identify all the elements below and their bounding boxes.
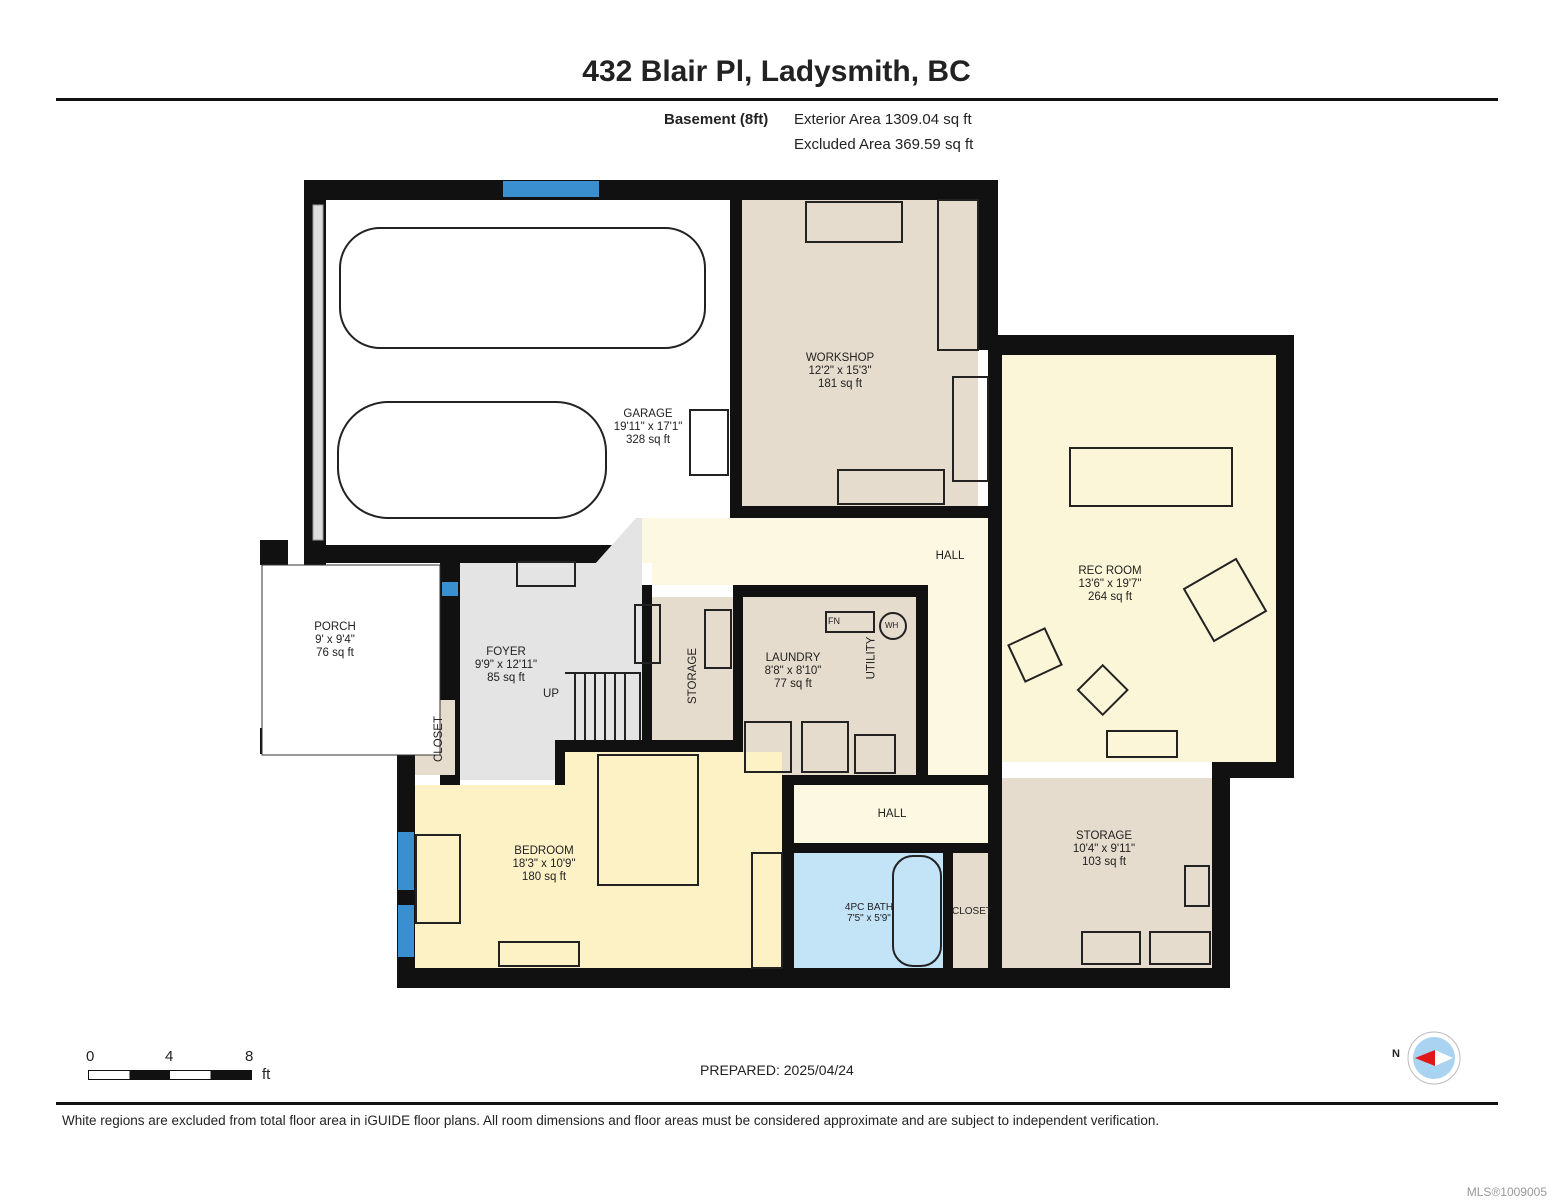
closet-right-label: CLOSET [951,906,993,917]
window [398,905,414,957]
lower-hall-label: HALL [877,808,907,820]
porch-floor [261,564,441,756]
window [398,832,414,890]
lower-hall-floor [794,785,988,843]
furniture [337,199,1268,969]
page-title: 432 Blair Pl, Ladysmith, BC [582,55,971,88]
car-icon [337,401,607,519]
garage-floor [326,200,730,545]
storage-floor [1002,778,1212,968]
furnace-label: FN [828,616,840,626]
window [442,582,458,596]
hall-floor [636,518,988,775]
floor-name: Basement (8ft) [664,111,769,128]
storage-small-label: STORAGE [687,647,700,705]
scale-unit: ft [262,1066,271,1083]
truck-icon [339,227,706,349]
mls-number: MLS®1009005 [1466,1185,1547,1199]
laundry-floor [743,597,916,775]
excluded-area: Excluded Area 369.59 sq ft [794,136,974,153]
window [503,181,599,197]
compass-north-label: N [1392,1048,1400,1060]
scale-tick-8: 8 [245,1048,254,1065]
prepared-date: PREPARED: 2025/04/24 [700,1062,854,1078]
title-divider [56,98,1498,101]
scale-tick-0: 0 [86,1048,95,1065]
scale-bar [88,1070,252,1080]
rec-room-floor [1002,355,1276,762]
footer-divider [56,1102,1498,1105]
bath-floor [794,853,943,968]
closet-left-label: CLOSET [433,715,446,763]
disclaimer: White regions are excluded from total fl… [62,1113,1160,1128]
water-heater-label: WH [885,621,899,630]
scale-tick-4: 4 [165,1048,174,1065]
hall-label: HALL [935,550,965,562]
foyer-floor [460,518,642,780]
exterior-area: Exterior Area 1309.04 sq ft [794,111,972,128]
closet-right-floor [953,853,988,968]
compass-icon [1407,1031,1461,1085]
stairs-up-label: UP [543,688,559,700]
utility-label: UTILITY [865,636,878,680]
garage-door [312,204,324,541]
